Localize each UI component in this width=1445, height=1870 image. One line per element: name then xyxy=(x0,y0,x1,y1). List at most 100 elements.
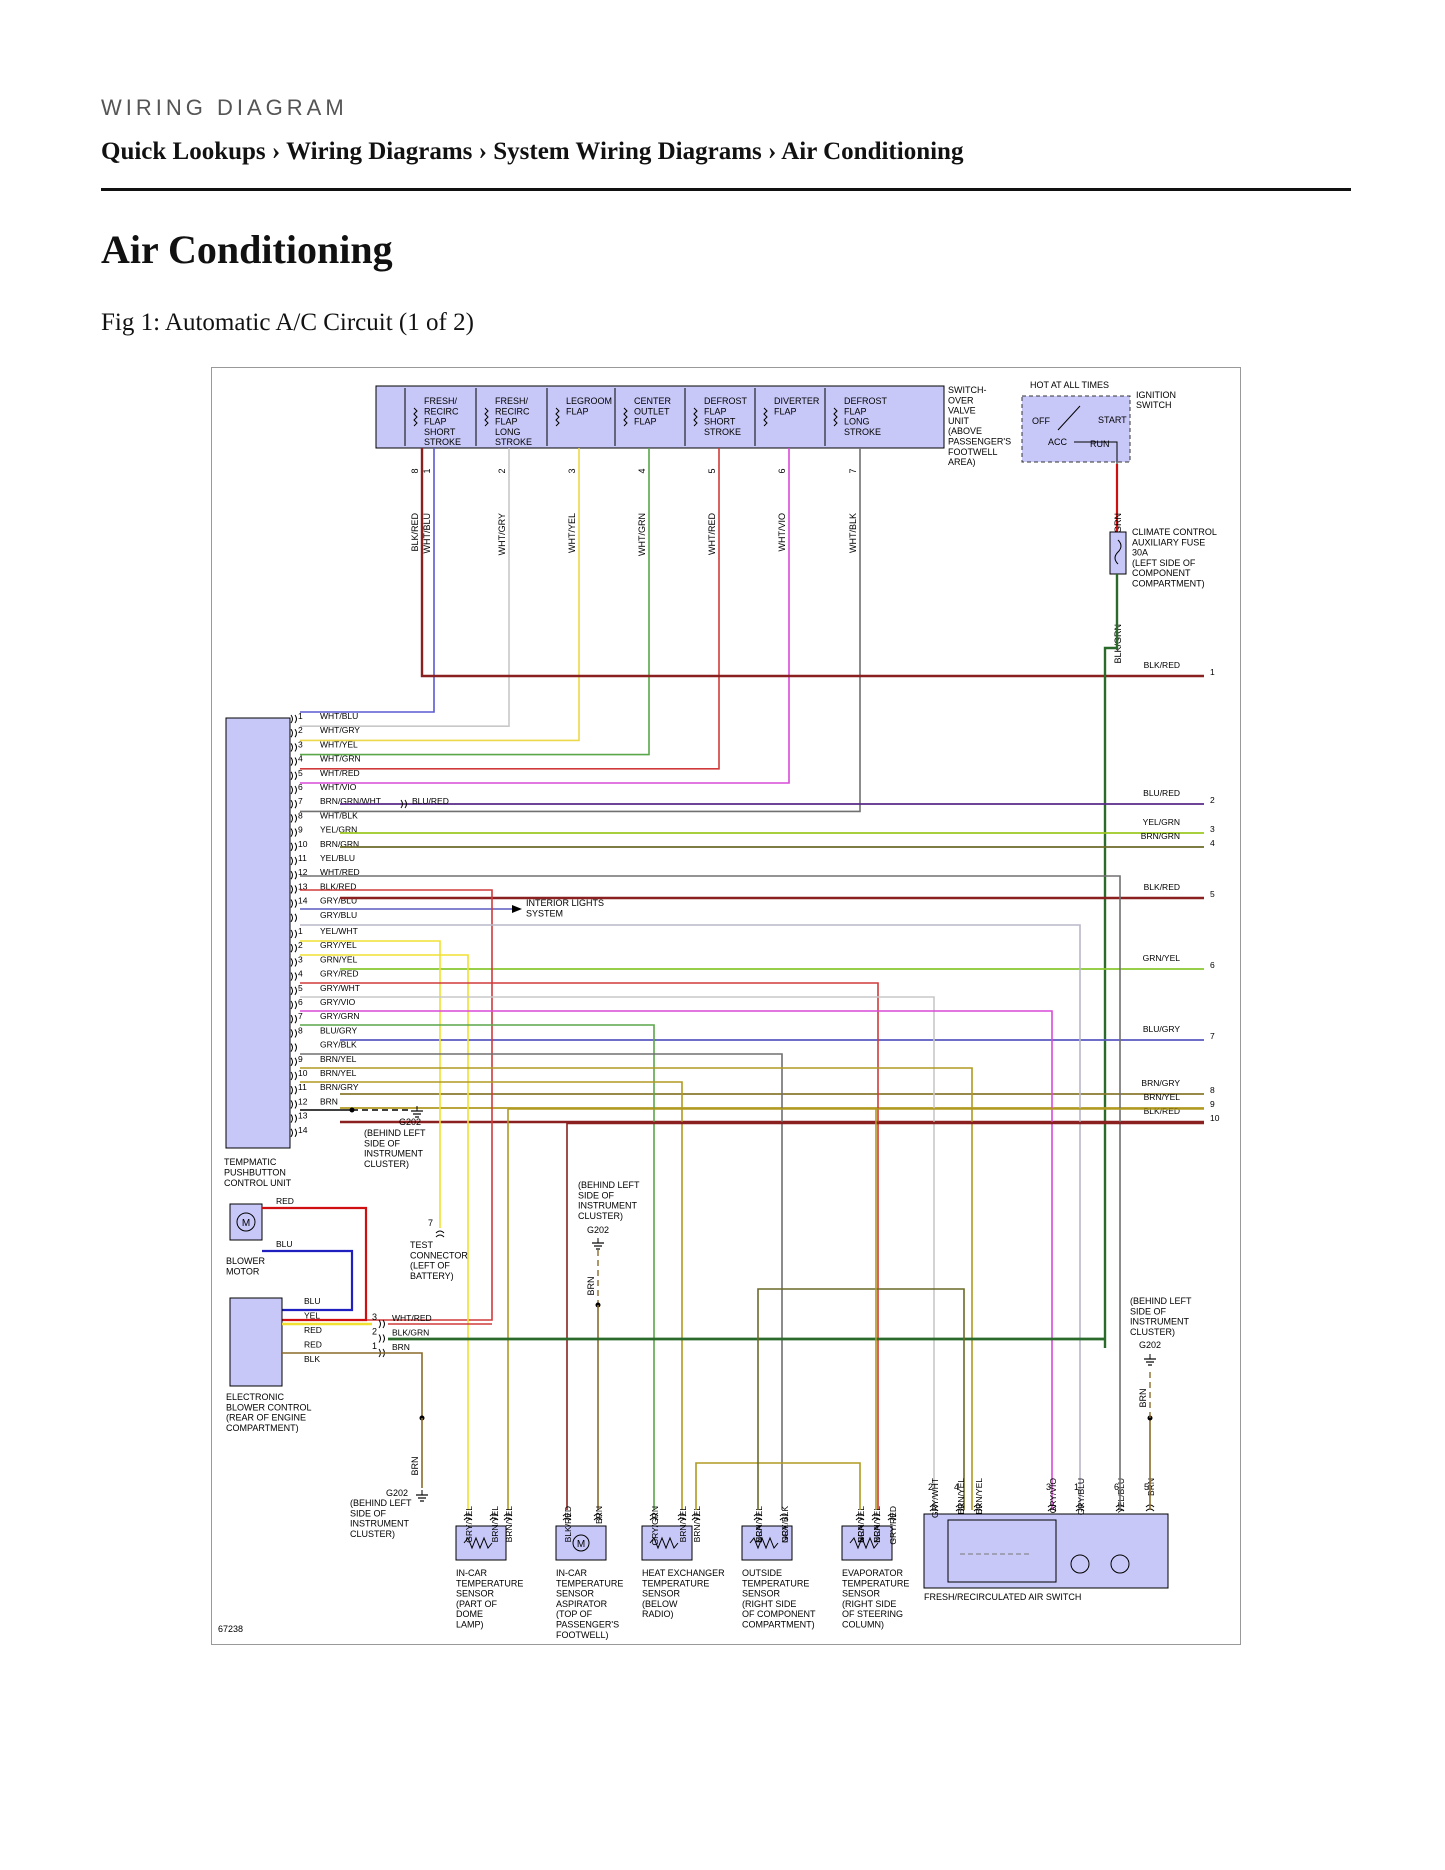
connector-symbol xyxy=(929,1504,939,1512)
blower-control-wire-label: RED xyxy=(304,1325,322,1335)
sensor-label: OF STEERING xyxy=(842,1609,903,1619)
control-unit-label: PUSHBUTTON xyxy=(224,1168,286,1178)
sensor-wire-label: BRN/YEL xyxy=(872,1506,882,1543)
valve-unit-label: OVER xyxy=(948,395,974,405)
right-ref-number: 7 xyxy=(1210,1031,1215,1041)
climate-fuse-label: COMPARTMENT) xyxy=(1132,579,1205,589)
test-connector-label: BATTERY) xyxy=(410,1271,454,1281)
cu-wire-label: BLK/RED xyxy=(320,881,356,891)
valve-flap-label: FRESH/ xyxy=(495,396,529,406)
valve-flap-label: FLAP xyxy=(634,417,657,427)
nca-label: NCA xyxy=(754,1525,764,1543)
connector-symbol xyxy=(290,1043,297,1052)
connector-symbol xyxy=(290,785,297,795)
g202-location-label: CLUSTER) xyxy=(578,1211,623,1221)
air-switch-wire-label: BRN/YEL xyxy=(974,1478,984,1515)
connector-symbol xyxy=(871,1513,881,1521)
right-ref-number: 2 xyxy=(1210,795,1215,805)
cu-pin-number: 5 xyxy=(298,768,303,778)
sensor-wire-label: BRN/YEL xyxy=(678,1506,688,1543)
tempmatic-control-unit xyxy=(225,717,291,1149)
valve-wire-wht-blk xyxy=(300,448,861,813)
g202-location-label: CLUSTER) xyxy=(364,1159,409,1169)
blower-control-wire-label: YEL xyxy=(304,1311,320,1321)
cu-pin-number: 7 xyxy=(298,796,303,806)
right-ref-wire-label: BLK/RED xyxy=(1144,660,1180,670)
connector-symbol xyxy=(562,1513,572,1521)
sensor-body xyxy=(555,1525,607,1561)
sensor-label: TEMPERATURE xyxy=(456,1578,523,1588)
right-ref-wire-label: BLK/RED xyxy=(1144,882,1180,892)
right-ref-number: 8 xyxy=(1210,1085,1215,1095)
climate-fuse xyxy=(1109,531,1127,575)
breadcrumb-separator: › xyxy=(478,138,487,165)
cu-wire-label: BRN/YEL xyxy=(320,1068,357,1078)
test-connector-pin: 7 xyxy=(428,1218,433,1228)
connector-symbol xyxy=(290,1014,297,1024)
electronic-blower-control xyxy=(229,1297,283,1387)
wire-gry-yel-incar xyxy=(300,954,469,1510)
sensor-label: HEAT EXCHANGER xyxy=(642,1568,725,1578)
valve-wire-wht-vio xyxy=(300,448,790,784)
sensor-label: (PART OF xyxy=(456,1599,498,1609)
valve-flap-label: STROKE xyxy=(704,427,741,437)
cu-pin-number: 6 xyxy=(298,997,303,1007)
valve-wire-wht-blu xyxy=(300,448,435,713)
ignition-switch xyxy=(1021,395,1131,463)
valve-solenoid-coil xyxy=(623,407,628,427)
wire-gry-wht-switch xyxy=(300,996,935,1510)
sensor-label: EVAPORATOR xyxy=(842,1568,904,1578)
climate-fuse-label: (LEFT SIDE OF xyxy=(1132,558,1196,568)
cu-pin-number: 14 xyxy=(298,896,308,906)
breadcrumb-wiring-diagrams[interactable]: Wiring Diagrams xyxy=(286,138,473,165)
valve-flap-label: SHORT xyxy=(424,427,456,437)
cu-pin-number: 8 xyxy=(298,1025,303,1035)
g202-location-label: CLUSTER) xyxy=(1130,1327,1175,1337)
connector-symbol xyxy=(503,1513,513,1521)
valve-flap-label: FRESH/ xyxy=(424,396,458,406)
g202-location-label: SIDE OF xyxy=(578,1190,615,1200)
air-switch-wire-label: GRY/BLU xyxy=(1076,1478,1086,1515)
wire-brn-yel-loop xyxy=(757,1288,965,1510)
right-ref-wire-label: BLU/RED xyxy=(1143,788,1180,798)
cu-wire-label: WHT/BLK xyxy=(320,810,358,820)
connector-symbol xyxy=(378,1319,385,1329)
cu-pin-number: 10 xyxy=(298,839,308,849)
valve-flap-label: FLAP xyxy=(566,406,589,416)
connector-symbol xyxy=(1047,1504,1057,1512)
sensor-body xyxy=(641,1525,693,1561)
g202-wire-label: BRN xyxy=(1138,1388,1148,1407)
right-ref-number: 10 xyxy=(1210,1113,1220,1123)
g202-location-label: CLUSTER) xyxy=(350,1529,395,1539)
sensor-label: (RIGHT SIDE xyxy=(742,1599,796,1609)
breadcrumb-quick-lookups[interactable]: Quick Lookups xyxy=(101,138,266,165)
breadcrumb-system-wiring-diagrams[interactable]: System Wiring Diagrams xyxy=(493,138,762,165)
blower-control-out-label: BLK/GRN xyxy=(392,1328,429,1338)
blower-control-pin: 1 xyxy=(372,1341,377,1351)
breadcrumb-air-conditioning[interactable]: Air Conditioning xyxy=(781,138,964,165)
sensor-label: COMPARTMENT) xyxy=(742,1620,815,1630)
blower-control-wire-label: BLU xyxy=(304,1296,321,1306)
sensor-label: TEMPERATURE xyxy=(642,1578,709,1588)
section-kicker: WIRING DIAGRAM xyxy=(101,95,348,120)
right-ref-number: 6 xyxy=(1210,960,1215,970)
g202-label: G202 xyxy=(1139,1340,1161,1350)
sensor-label: SENSOR xyxy=(842,1589,881,1599)
connector-symbol xyxy=(290,986,297,996)
valve-wire-wht-gry xyxy=(300,448,510,728)
connector-symbol xyxy=(677,1513,687,1521)
connector-symbol xyxy=(649,1513,659,1521)
cu-pin-number: 11 xyxy=(298,853,307,863)
header-divider xyxy=(101,188,1351,191)
sensor-label: SENSOR xyxy=(556,1589,595,1599)
blower-control-label: BLOWER CONTROL xyxy=(226,1402,312,1412)
control-unit-label: TEMPMATIC xyxy=(224,1157,277,1167)
valve-unit-label: UNIT xyxy=(948,416,969,426)
sensor-label: (RIGHT SIDE xyxy=(842,1599,896,1609)
connector-symbol xyxy=(290,885,297,894)
valve-pin-number: 1 xyxy=(422,468,432,473)
cu-wire-label: GRY/YEL xyxy=(320,940,357,950)
blower-control-label: (REAR OF ENGINE xyxy=(226,1413,306,1423)
sensor-label: SENSOR xyxy=(456,1589,495,1599)
